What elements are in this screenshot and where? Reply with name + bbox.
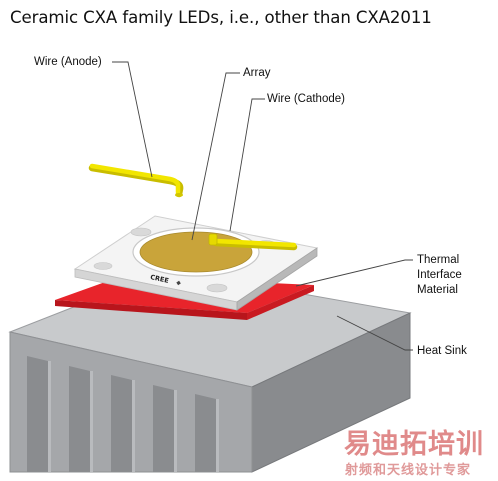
watermark-sub: 射频和天线设计专家 <box>345 463 472 478</box>
page-title: Ceramic CXA family LEDs, i.e., other tha… <box>10 8 432 27</box>
fin-slot <box>69 366 90 472</box>
watermark-main: 易迪拓培训 <box>344 429 484 460</box>
cathode-wire <box>208 233 298 251</box>
array-emitter <box>139 231 253 273</box>
substrate-mark-symbol: ◆ <box>176 279 182 287</box>
leader-array <box>191 72 240 241</box>
fin-slot <box>195 394 216 472</box>
substrate-mark: CREE <box>150 273 170 285</box>
label-array: Array <box>243 67 271 79</box>
corner-pad <box>206 283 228 293</box>
leader-thermal <box>295 259 413 287</box>
fin-slot <box>153 385 174 472</box>
label-heat-sink: Heat Sink <box>417 345 467 357</box>
led-substrate: CREE ◆ <box>73 215 319 311</box>
corner-pad <box>93 262 113 270</box>
label-wire-cathode: Wire (Cathode) <box>267 93 345 105</box>
fin-slot <box>111 375 132 472</box>
label-wire-anode: Wire (Anode) <box>34 56 102 68</box>
leader-heat-sink <box>336 315 413 351</box>
heat-sink-fins <box>27 356 216 472</box>
label-thermal-interface-material: Thermal Interface Material <box>417 254 462 296</box>
anode-wire <box>88 163 184 198</box>
leader-lines <box>112 61 413 351</box>
fin-slot <box>27 356 48 472</box>
corner-pad <box>130 227 152 237</box>
leader-anode <box>112 61 153 178</box>
leader-cathode <box>229 98 265 232</box>
